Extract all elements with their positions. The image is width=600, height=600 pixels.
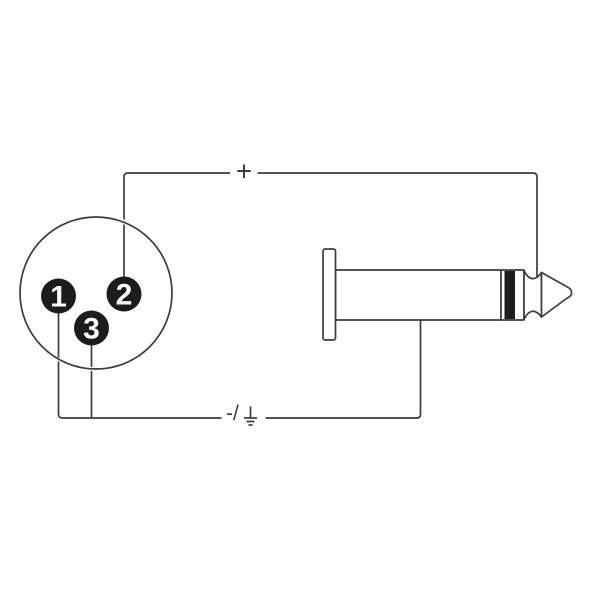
xlr-pins <box>41 276 142 346</box>
jack-barrel <box>334 269 502 321</box>
positive-label: + <box>236 156 252 187</box>
xlr-pin-1 <box>41 278 76 314</box>
xlr-pin-3-label: 3 <box>83 313 100 346</box>
xlr-pin-1-label: 1 <box>50 281 67 314</box>
wire-ground-right <box>265 320 422 419</box>
xlr-pin-2 <box>106 276 142 312</box>
jack-plug <box>322 248 573 341</box>
xlr-shell-circle <box>19 216 173 370</box>
negative-label: -/ <box>226 402 239 425</box>
wire-labels: + -/ <box>226 156 252 426</box>
xlr-connector <box>19 216 173 370</box>
jack-insulator-ring <box>504 271 515 319</box>
jack-flange <box>322 248 337 341</box>
xlr-pin-labels: 1 2 3 <box>50 279 132 346</box>
xlr-pin-2-label: 2 <box>116 279 133 312</box>
ground-icon <box>244 406 257 426</box>
wire-positive-left <box>123 172 230 294</box>
jack-tip-groove <box>523 269 543 321</box>
xlr-pin-3 <box>74 310 109 346</box>
wire-positive-right <box>257 172 538 278</box>
jack-tip-cone <box>540 271 573 318</box>
